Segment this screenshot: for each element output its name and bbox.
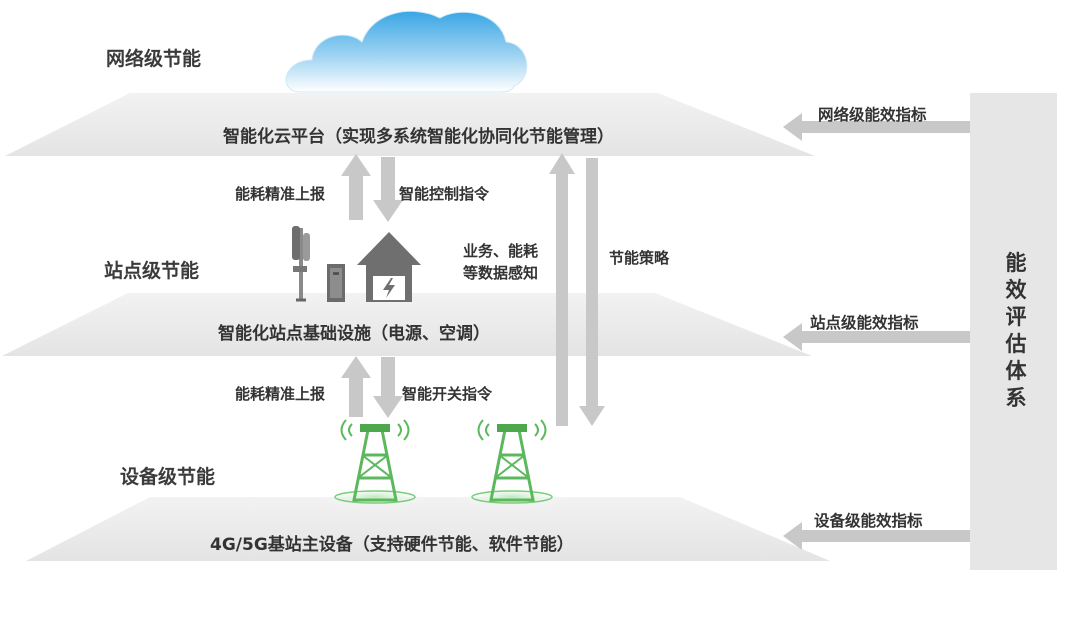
energy-report-lower-label: 能耗精准上报	[235, 385, 326, 403]
energy-report-upper-label: 能耗精准上报	[235, 185, 326, 203]
evaluation-system-label: 能 效 评 估 体 系	[996, 250, 1036, 412]
power-cabinet-icon	[327, 264, 345, 302]
evaluation-system-char: 能	[1005, 251, 1027, 275]
arrow-up-business-sensing	[549, 153, 575, 426]
cloud-icon	[285, 10, 528, 93]
site-platform	[2, 293, 812, 356]
network-platform	[5, 93, 815, 156]
evaluation-system-char: 评	[1005, 305, 1027, 329]
arrow-site-metric	[783, 323, 970, 351]
tower-icon-1	[320, 419, 430, 507]
arrow-down-switch-cmd	[373, 357, 403, 418]
evaluation-system-char: 体	[1005, 359, 1027, 383]
arrow-up-energy-report-upper	[341, 154, 371, 220]
arrow-down-control-cmd	[373, 157, 403, 222]
evaluation-system-box	[970, 93, 1057, 570]
evaluation-system-char: 效	[1005, 278, 1027, 302]
energy-strategy-label: 节能策略	[609, 249, 670, 267]
network-level-title: 网络级节能	[106, 48, 202, 70]
device-level-title: 设备级节能	[120, 466, 216, 488]
site-platform-label: 智能化站点基础设施（电源、空调）	[218, 324, 490, 344]
control-cmd-label: 智能控制指令	[399, 185, 490, 203]
antenna-pole-icon	[292, 226, 310, 302]
network-metric-label: 网络级能效指标	[818, 106, 927, 124]
tower-icon-2	[457, 419, 567, 507]
arrow-down-energy-strategy	[579, 158, 605, 426]
evaluation-system-char: 系	[1005, 386, 1027, 410]
evaluation-system-char: 估	[1005, 332, 1027, 356]
device-platform-label: 4G/5G基站主设备（支持硬件节能、软件节能）	[210, 535, 574, 555]
site-level-title: 站点级节能	[104, 260, 200, 282]
arrow-network-metric	[783, 113, 970, 141]
arrow-device-metric	[783, 522, 970, 550]
house-power-icon	[357, 232, 421, 302]
device-metric-label: 设备级能效指标	[814, 512, 923, 530]
site-metric-label: 站点级能效指标	[810, 314, 919, 332]
switch-cmd-label: 智能开关指令	[402, 385, 493, 403]
business-sensing-label-line1: 业务、能耗	[463, 242, 539, 260]
business-sensing-label-line2: 等数据感知	[463, 264, 539, 282]
cloud-platform-label: 智能化云平台（实现多系统智能化协同化节能管理）	[223, 127, 614, 147]
device-platform	[26, 497, 830, 561]
arrow-up-energy-report-lower	[341, 356, 371, 417]
